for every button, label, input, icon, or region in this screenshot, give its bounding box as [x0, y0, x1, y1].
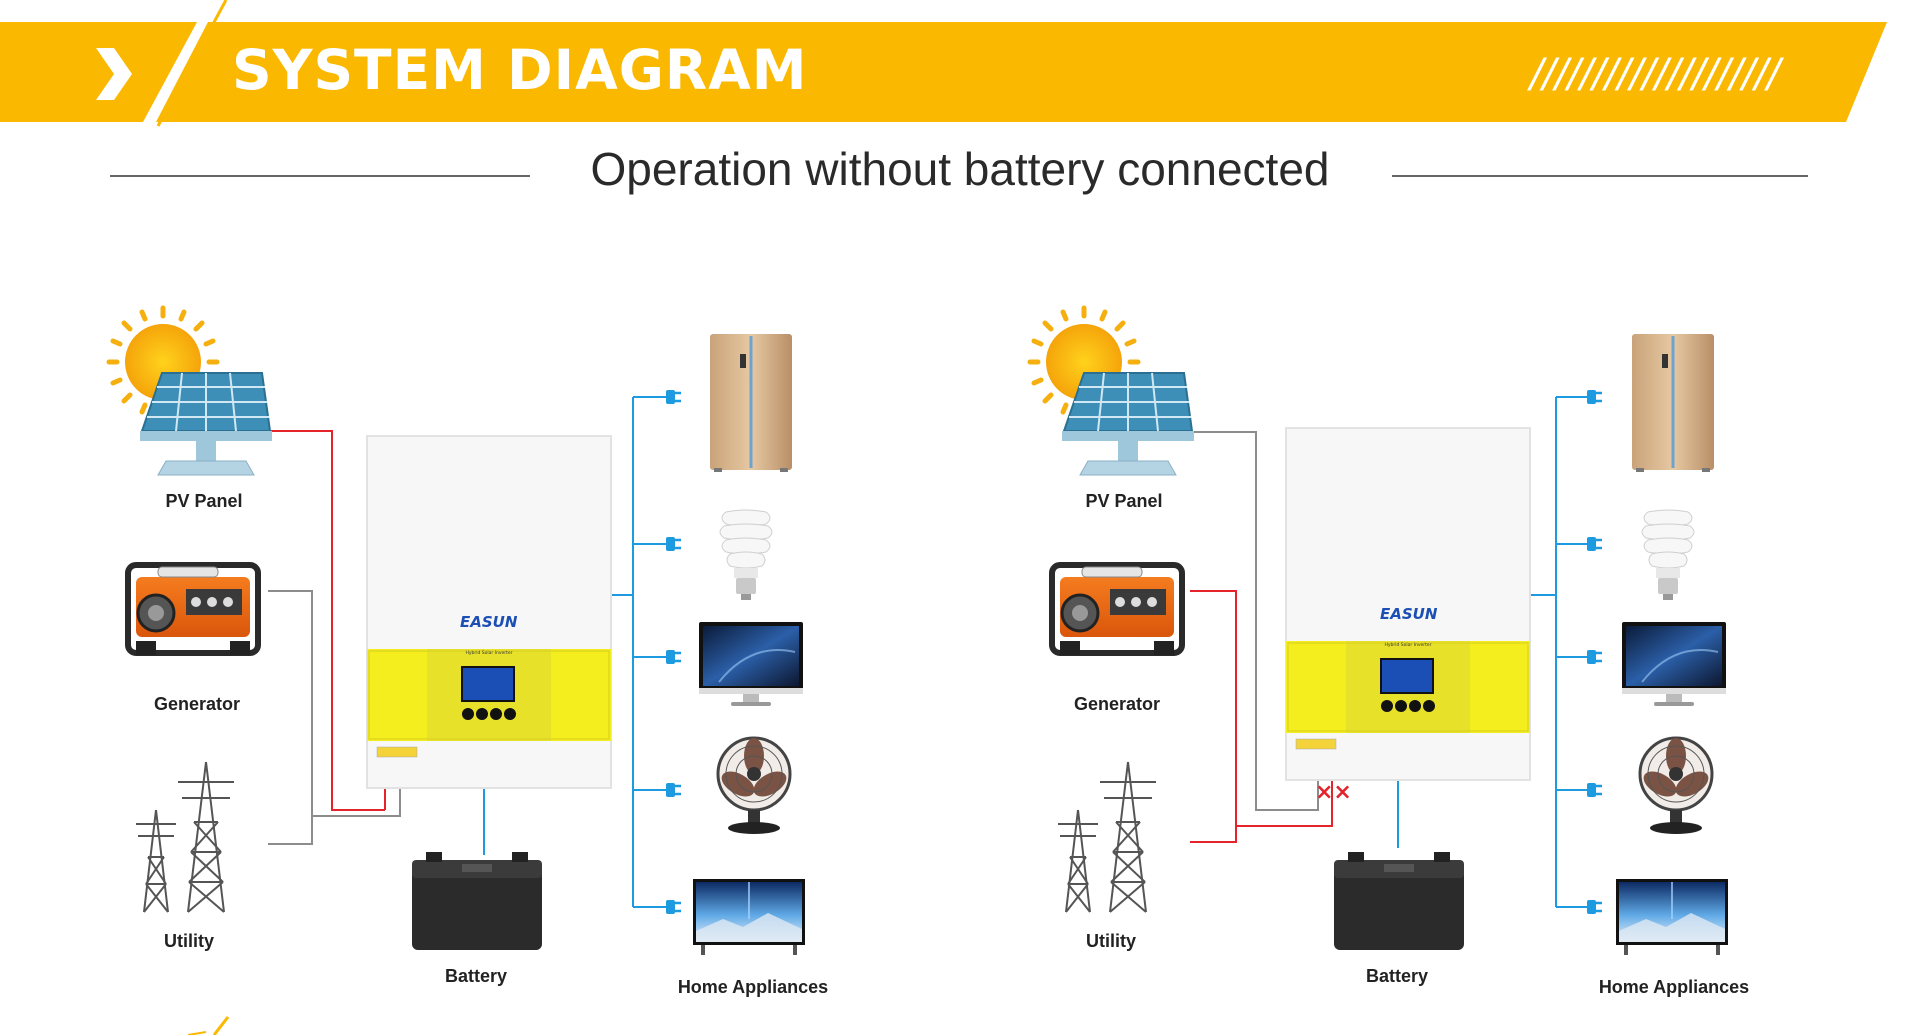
plug-icon — [664, 648, 683, 666]
inverter-panel-text: Hybrid Solar Inverter — [465, 650, 512, 656]
blocked-x-marks: ×× — [1315, 780, 1352, 805]
plug-icon — [1585, 535, 1604, 553]
wire-utility — [1190, 826, 1237, 843]
page-title: SYSTEM DIAGRAM — [232, 38, 808, 102]
monitor-icon — [1621, 621, 1727, 707]
generator-icon — [1052, 565, 1182, 655]
plug-icon — [1585, 898, 1604, 916]
banner-left-segment — [0, 22, 197, 122]
plug-icon — [664, 781, 683, 799]
chevron-right-icon — [96, 48, 132, 100]
banner-slash — [156, 0, 228, 127]
plug-icon — [664, 535, 683, 553]
solar-panel-icon — [1061, 372, 1195, 476]
label-pv-panel: PV Panel — [1085, 491, 1163, 511]
plug-icon — [1585, 781, 1604, 799]
label-battery: Battery — [1365, 966, 1429, 986]
inverter-brand: EASUN — [1380, 605, 1438, 623]
refrigerator-icon — [1630, 332, 1716, 474]
fan-icon — [715, 736, 793, 836]
inverter-panel-text: Hybrid Solar Inverter — [1384, 642, 1431, 648]
battery-icon — [1334, 852, 1464, 950]
label-utility: Utility — [1085, 931, 1136, 951]
wire-utility — [268, 816, 313, 845]
label-generator: Generator — [1073, 694, 1161, 714]
header-banner — [0, 0, 1887, 127]
plug-icon — [1585, 648, 1604, 666]
utility-tower-icon — [1057, 761, 1157, 913]
banner-hatch-decoration: //////////////////// — [1530, 51, 1781, 97]
plug-icons — [664, 388, 683, 916]
television-icon — [692, 878, 806, 956]
light-bulb-icon — [719, 509, 773, 601]
monitor-icon — [698, 621, 804, 707]
utility-tower-icon — [135, 761, 235, 913]
inverter-icon — [366, 435, 612, 789]
plug-icons — [1585, 388, 1604, 916]
fan-icon — [1637, 736, 1715, 836]
diagram-left: EASUN Hybrid Solar Inverter — [109, 308, 806, 956]
wire-pv-to-inverter — [1190, 431, 1319, 811]
banner-main-segment — [156, 22, 1887, 122]
light-bulb-icon — [1641, 509, 1695, 601]
diagram-right: ×× EASUN Hybrid Solar Inverter — [1030, 308, 1729, 956]
television-icon — [1615, 878, 1729, 956]
wire-pv-to-inverter — [270, 430, 385, 811]
diagram-subtitle: Operation without battery connected — [590, 143, 1330, 195]
battery-icon — [412, 852, 542, 950]
refrigerator-icon — [708, 332, 794, 474]
inverter-icon — [1285, 427, 1531, 781]
label-battery: Battery — [444, 966, 508, 986]
plug-icon — [664, 388, 683, 406]
label-generator: Generator — [153, 694, 241, 714]
label-pv-panel: PV Panel — [165, 491, 243, 511]
label-home-appliances: Home Appliances — [677, 977, 829, 997]
label-home-appliances: Home Appliances — [1598, 977, 1750, 997]
label-utility: Utility — [163, 931, 214, 951]
decor-slash-bottom — [212, 1016, 230, 1035]
generator-icon — [128, 565, 258, 655]
solar-panel-icon — [139, 372, 273, 476]
inverter-brand: EASUN — [460, 613, 518, 631]
plug-icon — [664, 898, 683, 916]
plug-icon — [1585, 388, 1604, 406]
